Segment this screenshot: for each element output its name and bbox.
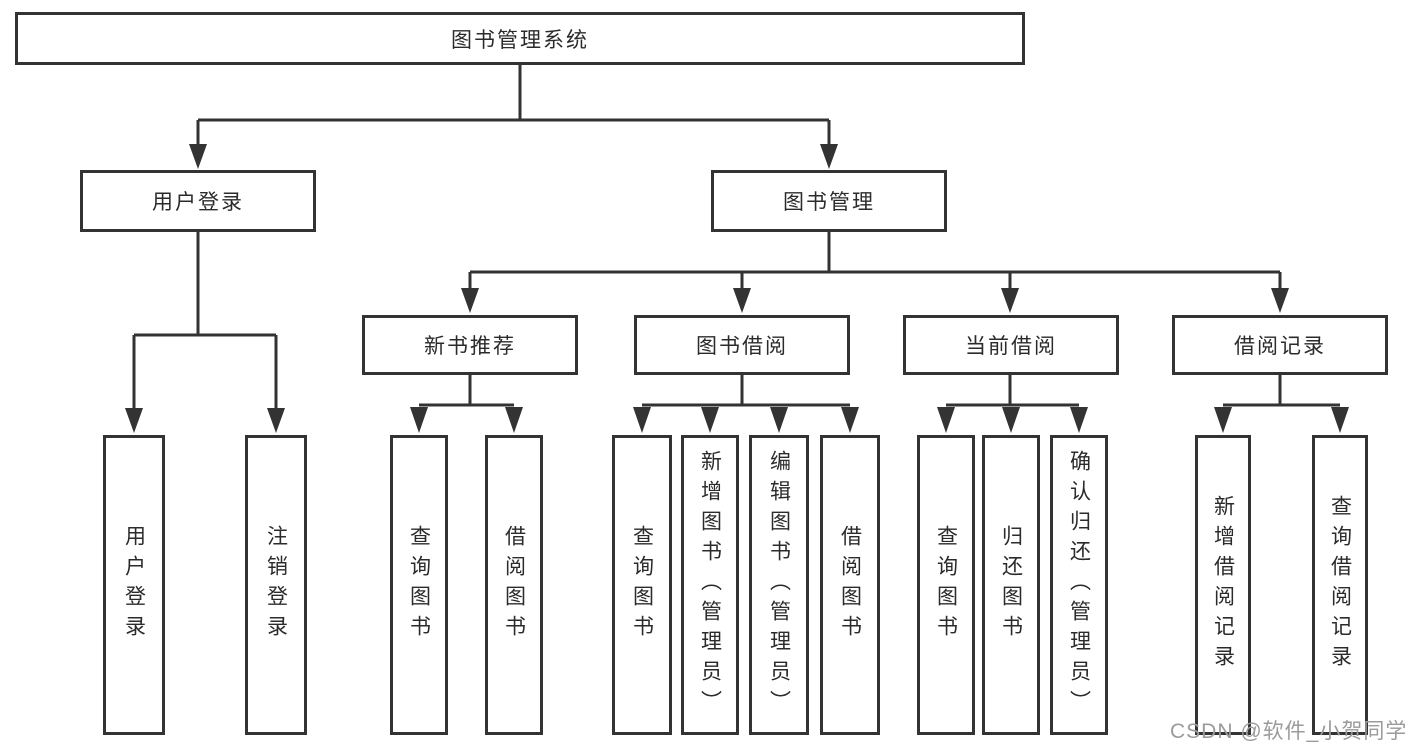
node-book-borrowing: 图书借阅 [634, 315, 850, 375]
connector-current-borrowing-to-leaves [937, 375, 1088, 433]
connector-new-book-recommend-to-leaves [410, 375, 523, 433]
leaf-confirm-return-admin: 确认归还（管理员） [1050, 435, 1108, 735]
leaf-user-login: 用户登录 [103, 435, 165, 735]
connector-borrow-records-to-leaves [1214, 375, 1349, 433]
node-book-management: 图书管理 [711, 170, 947, 232]
leaf-return-books: 归还图书 [982, 435, 1040, 735]
csdn-watermark: CSDN @软件_小贺同学 [1170, 720, 1405, 743]
leaf-borrow-books-recommend: 借阅图书 [485, 435, 543, 735]
leaf-edit-books-admin: 编辑图书（管理员） [749, 435, 809, 735]
connector-root-to-level2 [189, 65, 838, 169]
leaf-logout: 注销登录 [245, 435, 307, 735]
leaf-query-books-borrowing: 查询图书 [612, 435, 672, 735]
node-new-book-recommend: 新书推荐 [362, 315, 578, 375]
node-user-login: 用户登录 [80, 170, 316, 232]
node-root-library-management-system: 图书管理系统 [15, 12, 1025, 65]
leaf-add-books-admin: 新增图书（管理员） [681, 435, 739, 735]
connector-book-borrowing-to-leaves [633, 375, 859, 433]
leaf-query-books-recommend: 查询图书 [390, 435, 448, 735]
node-borrow-records: 借阅记录 [1172, 315, 1388, 375]
node-current-borrowing: 当前借阅 [903, 315, 1119, 375]
leaf-borrow-books: 借阅图书 [820, 435, 880, 735]
connector-user-login-to-leaves [125, 232, 285, 433]
leaf-query-borrow-record: 查询借阅记录 [1312, 435, 1368, 735]
connector-book-management-to-level3 [461, 232, 1289, 313]
leaf-query-books-current: 查询图书 [917, 435, 975, 735]
leaf-add-borrow-record: 新增借阅记录 [1195, 435, 1251, 735]
